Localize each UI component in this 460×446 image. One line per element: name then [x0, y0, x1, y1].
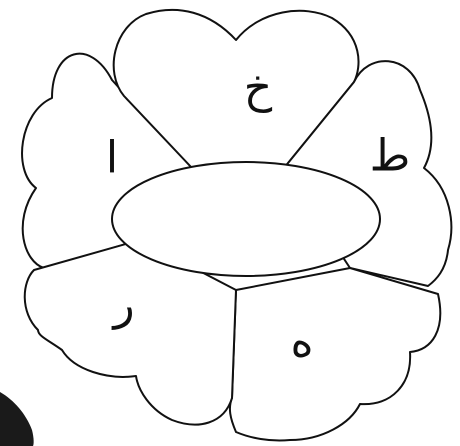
letter-left: ا — [106, 133, 118, 184]
letter-bottom-right: ه — [290, 317, 313, 368]
letter-bottom-left: ر — [111, 280, 134, 331]
petal-bottom-right — [230, 268, 440, 441]
corner-smudge — [0, 392, 34, 446]
letter-top: خ — [244, 63, 273, 114]
flower-center — [112, 162, 380, 276]
letter-right: ط — [370, 131, 411, 182]
